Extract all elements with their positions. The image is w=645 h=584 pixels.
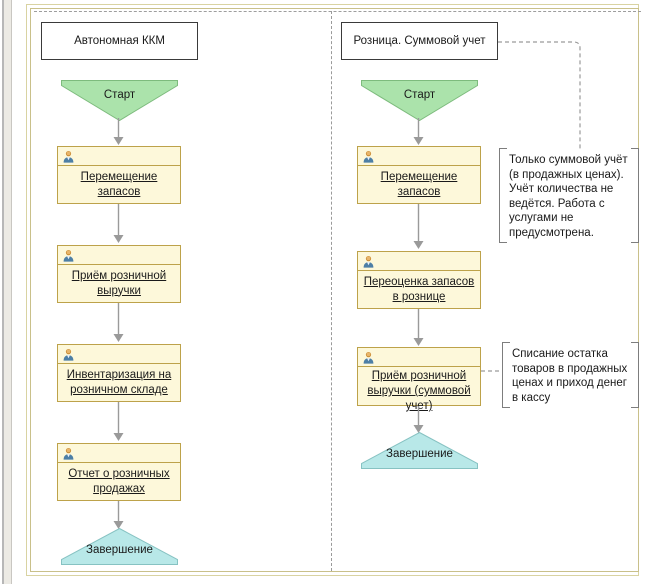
task-header: [358, 252, 480, 271]
connector-arrow: [413, 309, 424, 347]
task-left-3[interactable]: Инвентаризация на розничном складе: [57, 344, 181, 402]
task-left-4[interactable]: Отчет о розничных продажах: [57, 443, 181, 501]
note-text: Списание остатка товаров в продажных цен…: [512, 348, 628, 404]
end-event-left[interactable]: Завершение: [61, 528, 178, 565]
task-header: [358, 147, 480, 166]
task-header: [58, 147, 180, 166]
task-right-1[interactable]: Перемещение запасов: [357, 146, 481, 204]
connector-arrow: [113, 303, 124, 343]
task-link[interactable]: Приём розничной выручки: [71, 269, 167, 297]
note-text: Только суммовой учёт (в продажных ценах)…: [509, 154, 628, 239]
note-summovoy: Только суммовой учёт (в продажных ценах)…: [499, 148, 639, 243]
task-left-2[interactable]: Приём розничной выручки: [57, 245, 181, 303]
note-bracket-left: [502, 342, 510, 408]
start-event-left[interactable]: Старт: [61, 80, 178, 121]
task-link[interactable]: Отчет о розничных продажах: [68, 467, 170, 495]
person-icon: [362, 149, 375, 163]
connector-arrow: [413, 406, 424, 434]
association-title-to-note: [498, 36, 584, 150]
task-body: Перемещение запасов: [58, 166, 180, 203]
connector-arrow: [413, 204, 424, 250]
end-event-right[interactable]: Завершение: [361, 432, 478, 469]
pool-title-autonomous-kkm: Автономная ККМ: [41, 22, 198, 60]
pool-title-label: Розница. Суммовой учет: [353, 35, 486, 47]
task-body: Инвентаризация на розничном складе: [58, 364, 180, 401]
note-spisanie: Списание остатка товаров в продажных цен…: [502, 342, 639, 408]
person-icon: [362, 254, 375, 268]
task-header: [58, 345, 180, 364]
person-icon: [62, 446, 75, 460]
connector-arrow: [113, 204, 124, 244]
person-icon: [62, 149, 75, 163]
person-icon: [362, 350, 375, 364]
task-body: Приём розничной выручки: [58, 265, 180, 302]
connector-arrow: [113, 118, 124, 146]
person-icon: [62, 248, 75, 262]
task-right-3[interactable]: Приём розничной выручки (суммовой учет): [357, 347, 481, 412]
diagram-sheet: [34, 11, 641, 570]
task-link[interactable]: Переоценка запасов в рознице: [363, 275, 475, 303]
task-header: [358, 348, 480, 367]
start-event-right[interactable]: Старт: [361, 80, 478, 121]
connector-arrow: [113, 501, 124, 530]
task-body: Перемещение запасов: [358, 166, 480, 203]
column-divider: [331, 11, 332, 571]
vertical-scrollbar[interactable]: [0, 0, 14, 584]
connector-arrow: [113, 402, 124, 442]
person-icon: [62, 347, 75, 361]
task-link[interactable]: Перемещение запасов: [80, 170, 158, 198]
task-header: [58, 444, 180, 463]
note-bracket-left: [499, 148, 507, 243]
task-link[interactable]: Перемещение запасов: [380, 170, 458, 198]
task-body: Отчет о розничных продажах: [58, 463, 180, 500]
note-bracket-right: [631, 342, 639, 408]
task-link[interactable]: Инвентаризация на розничном складе: [66, 368, 172, 396]
association-task-to-note: [481, 368, 503, 374]
connector-arrow: [413, 118, 424, 146]
pool-title-roznica: Розница. Суммовой учет: [341, 22, 498, 60]
note-bracket-right: [631, 148, 639, 243]
pool-title-label: Автономная ККМ: [74, 35, 165, 47]
task-left-1[interactable]: Перемещение запасов: [57, 146, 181, 204]
task-header: [58, 246, 180, 265]
task-body: Переоценка запасов в рознице: [358, 271, 480, 308]
task-right-2[interactable]: Переоценка запасов в рознице: [357, 251, 481, 309]
